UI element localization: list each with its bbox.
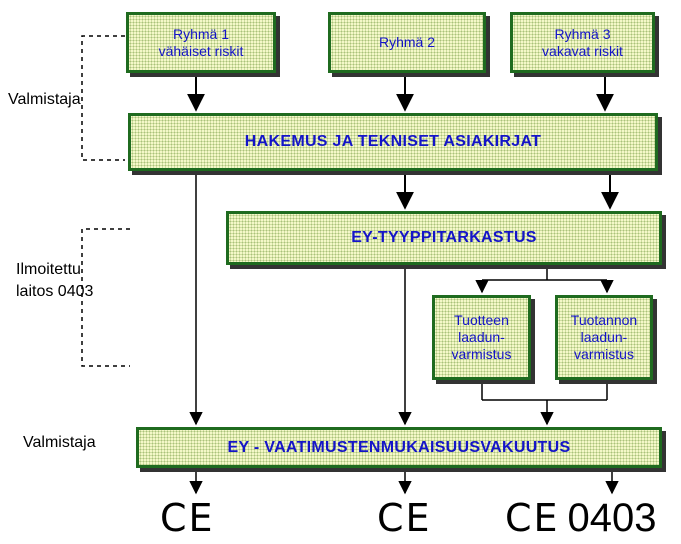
type-examination-box: EY-TYYPPITARKASTUS (226, 211, 662, 265)
application-label: HAKEMUS JA TEKNISET ASIAKIRJAT (244, 133, 542, 150)
group-3-box: Ryhmä 3 vakavat riskit (510, 12, 655, 73)
production-qa-box: Tuotannon laadun- varmistus (555, 295, 653, 380)
bracket-notified-body (81, 228, 130, 367)
ce-mark-2: CE (377, 496, 432, 540)
ce-mark-1: CE (160, 496, 215, 540)
group-3-title: Ryhmä 3 (554, 25, 611, 42)
notified-body-number: 0403 (567, 496, 657, 540)
group-2-box: Ryhmä 2 (328, 12, 486, 73)
group-1-title: Ryhmä 1 (172, 25, 230, 42)
group-1-box: Ryhmä 1 vähäiset riskit (126, 12, 276, 73)
declaration-box: EY - VAATIMUSTENMUKAISUUSVAKUUTUS (136, 427, 662, 468)
declaration-label: EY - VAATIMUSTENMUKAISUUSVAKUUTUS (227, 438, 571, 456)
label-manufacturer-top: Valmistaja (8, 91, 81, 108)
group-2-title: Ryhmä 2 (378, 34, 436, 50)
application-box: HAKEMUS JA TEKNISET ASIAKIRJAT (128, 113, 658, 171)
label-manufacturer-bottom: Valmistaja (23, 434, 96, 451)
product-qa-box: Tuotteen laadun- varmistus (432, 295, 531, 380)
label-notified-body: Ilmoitettu laitos 0403 (16, 261, 94, 300)
bracket-manufacturer-top (81, 35, 125, 161)
group-3-subtitle: vakavat riskit (542, 42, 623, 59)
type-examination-label: EY-TYYPPITARKASTUS (351, 229, 537, 246)
group-1-subtitle: vähäiset riskit (158, 42, 244, 59)
